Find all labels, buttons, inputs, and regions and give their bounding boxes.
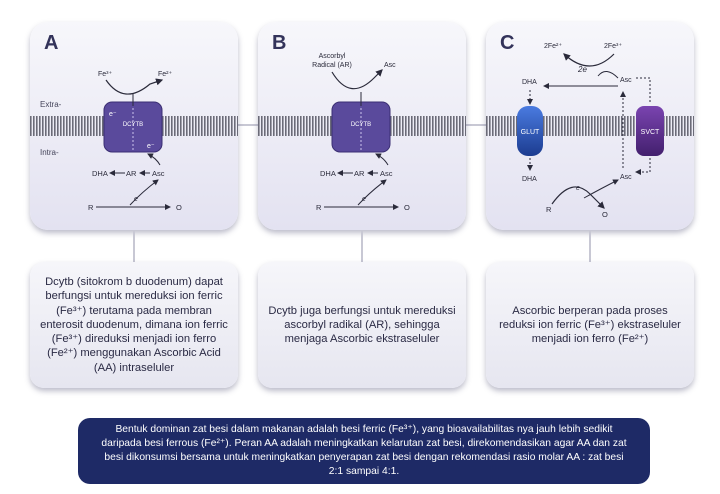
panel-b-connector xyxy=(361,230,363,262)
dha-top-label: DHA xyxy=(522,79,537,86)
panel-b: B DCYTB Ascorbyl Radical (AR) Asc DHA AR… xyxy=(258,22,466,230)
asc-top-label: Asc xyxy=(620,77,632,84)
dha-label: DHA xyxy=(92,169,108,178)
footer-note: Bentuk dominan zat besi dalam makanan ad… xyxy=(78,418,650,484)
panel-c: C 2Fe²⁺ 2Fe³⁺ 2e DHA Asc GLUT DH xyxy=(486,22,694,230)
asc-bottom-label: Asc xyxy=(620,174,632,181)
panel-a-description: Dcytb (sitokrom b duodenum) dapat berfun… xyxy=(30,262,238,388)
glut-transporter xyxy=(517,106,543,156)
dha-bottom-label: DHA xyxy=(522,176,537,183)
panel-c-letter: C xyxy=(500,32,515,54)
panel-c-diagram: 2Fe²⁺ 2Fe³⁺ 2e DHA Asc GLUT DHA SVCT Asc… xyxy=(486,43,694,219)
o-label: O xyxy=(176,203,182,212)
r-label: R xyxy=(546,205,552,214)
panel-connector-ab xyxy=(238,124,258,126)
o-label: O xyxy=(602,210,608,219)
panel-a: A Extra- Intra- DCYTB e⁻ e⁻ Fe³⁺ Fe²⁺ DH… xyxy=(30,22,238,230)
electron-bottom: e⁻ xyxy=(147,143,155,150)
ar-label: AR xyxy=(126,169,137,178)
panel-b-letter: B xyxy=(272,32,287,54)
panel-a-diagram: DCYTB e⁻ e⁻ Fe³⁺ Fe²⁺ DHA AR Asc R O e xyxy=(30,71,238,212)
fe3-label: 2Fe³⁺ xyxy=(604,43,622,50)
ar-label: AR xyxy=(354,169,365,178)
panel-a-connector xyxy=(133,230,135,262)
r-label: R xyxy=(88,203,94,212)
extra-label: Extra- xyxy=(40,100,62,109)
dha-label: DHA xyxy=(320,169,336,178)
asc-top-label: Asc xyxy=(384,62,396,69)
intra-label: Intra- xyxy=(40,148,59,157)
ascorbyl-label-2: Radical (AR) xyxy=(312,62,352,69)
panel-connector-bc xyxy=(466,124,486,126)
electron-mid: e xyxy=(576,185,580,192)
panel-b-diagram: DCYTB Ascorbyl Radical (AR) Asc DHA AR A… xyxy=(258,53,466,212)
asc-label: Asc xyxy=(380,169,393,178)
protein-label: DCYTB xyxy=(351,122,371,128)
svct-transporter xyxy=(636,106,664,156)
fe3-label: Fe³⁺ xyxy=(98,71,113,78)
svct-label: SVCT xyxy=(641,129,660,136)
electron-top: e⁻ xyxy=(109,111,117,118)
fe2-label: 2Fe²⁺ xyxy=(544,43,562,50)
panel-a-letter: A xyxy=(44,32,59,54)
protein-label: DCYTB xyxy=(123,122,143,128)
asc-label: Asc xyxy=(152,169,165,178)
fe2-label: Fe²⁺ xyxy=(158,71,173,78)
panel-b-description: Dcytb juga berfungsi untuk mereduksi asc… xyxy=(258,262,466,388)
panel-c-connector xyxy=(589,230,591,262)
o-label: O xyxy=(404,203,410,212)
two-electron-label: 2e xyxy=(577,65,587,74)
glut-label: GLUT xyxy=(521,129,540,136)
r-label: R xyxy=(316,203,322,212)
ascorbyl-label-1: Ascorbyl xyxy=(319,53,346,60)
panel-c-description: Ascorbic berperan pada proses reduksi io… xyxy=(486,262,694,388)
